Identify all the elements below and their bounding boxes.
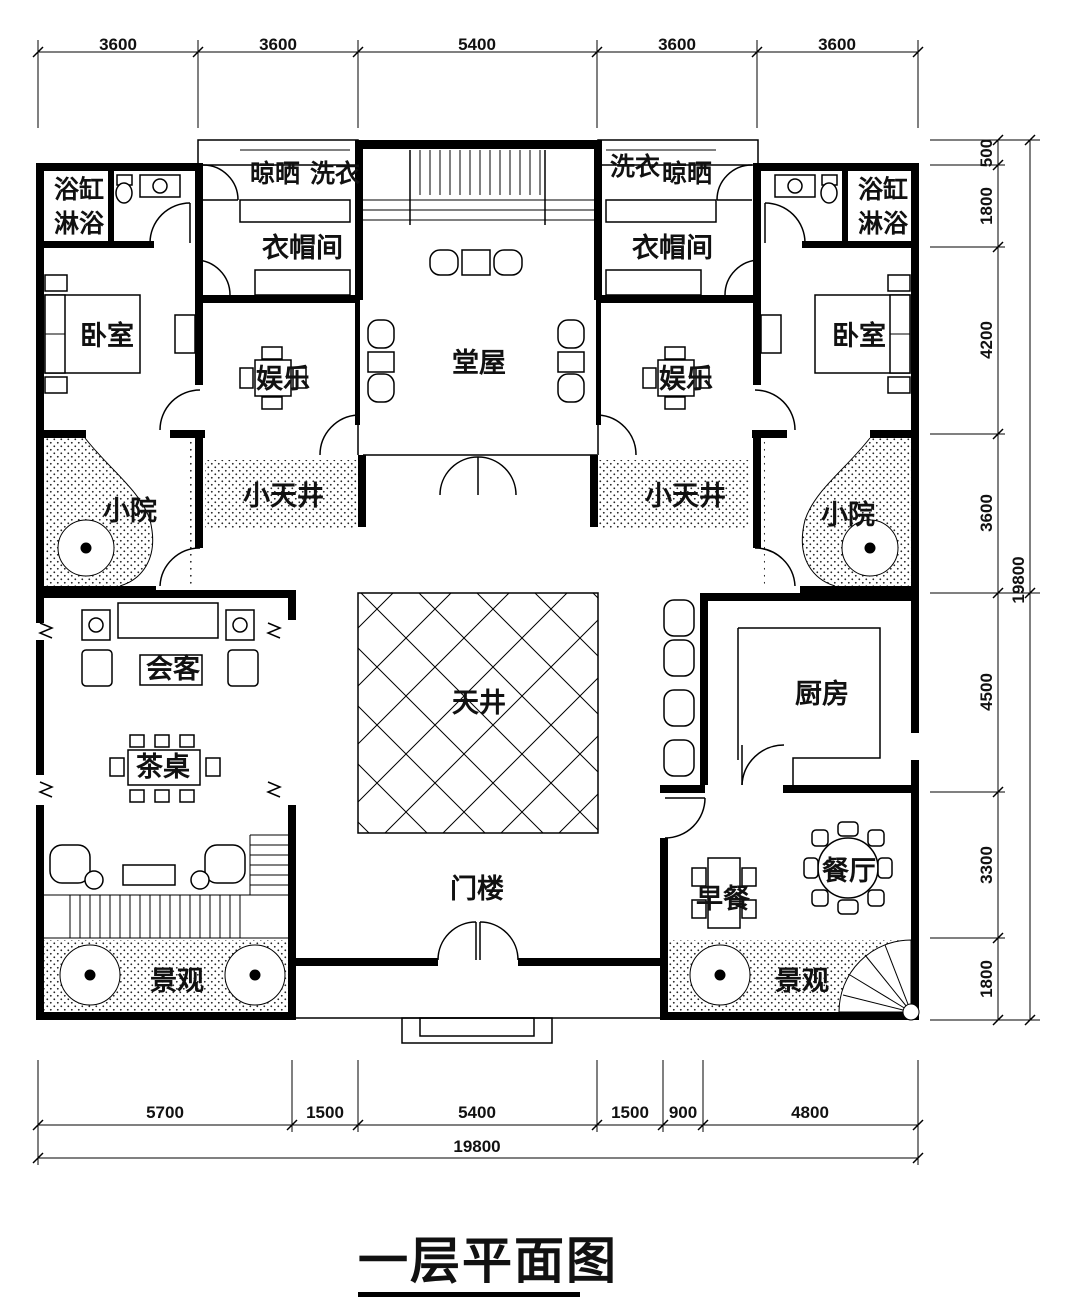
- walls: [36, 140, 919, 1020]
- label-bath-right-2: 淋浴: [858, 209, 909, 238]
- dim-bottom-1: 5700: [146, 1103, 184, 1122]
- dim-bottom-2: 1500: [306, 1103, 344, 1122]
- label-small-well-right: 小天井: [645, 481, 726, 512]
- dim-right-2: 1800: [977, 187, 996, 225]
- courtyard-tiles: [357, 592, 599, 834]
- dim-bottom-6: 4800: [791, 1103, 829, 1122]
- label-ent-left: 娱乐: [256, 364, 310, 395]
- label-landscape-right: 景观: [775, 966, 829, 997]
- dim-bottom-5: 900: [669, 1103, 697, 1122]
- dim-top-2: 3600: [259, 35, 297, 54]
- label-kitchen: 厨房: [795, 679, 849, 710]
- label-laundry-right: 洗衣: [610, 152, 660, 181]
- right-dimension-line: 500 1800 4200 3600 4500 3300 1800 19800: [930, 134, 1040, 1026]
- label-bedroom-left: 卧室: [80, 320, 134, 352]
- dim-top-3: 5400: [458, 35, 496, 54]
- label-small-well-left: 小天井: [243, 481, 324, 512]
- label-bath-left-2: 淋浴: [54, 209, 105, 238]
- dim-right-1: 500: [977, 139, 996, 167]
- label-tea: 茶桌: [136, 752, 190, 783]
- furniture: [44, 174, 920, 1021]
- dim-right-5: 4500: [977, 673, 996, 711]
- label-yard-right: 小院: [821, 499, 875, 531]
- bottom-dimension-line: 5700 1500 5400 1500 900 4800 19800: [32, 1060, 924, 1165]
- doors: [38, 164, 806, 961]
- label-landscape-left: 景观: [150, 966, 204, 997]
- room-labels: 浴缸 淋浴 浴缸 淋浴 晾晒 洗衣 洗衣 晾晒 衣帽间 衣帽间 卧室 卧室 娱乐…: [54, 152, 909, 997]
- label-living: 会客: [146, 653, 201, 685]
- thin-lines: [44, 139, 881, 1044]
- label-yard-left: 小院: [103, 495, 157, 527]
- label-laundry-left: 洗衣: [310, 159, 360, 188]
- label-bedroom-right: 卧室: [832, 320, 886, 352]
- label-main-hall: 堂屋: [452, 348, 506, 379]
- plan-title-group: 一层平面图: [358, 1231, 618, 1297]
- dim-right-6: 3300: [977, 846, 996, 884]
- dim-right-total: 19800: [1009, 556, 1028, 603]
- dim-right-4: 3600: [977, 494, 996, 532]
- label-bath-right-1: 浴缸: [858, 175, 908, 204]
- dim-right-7: 1800: [977, 960, 996, 998]
- label-breakfast: 早餐: [696, 884, 751, 915]
- label-closet-left: 衣帽间: [262, 232, 343, 264]
- label-closet-right: 衣帽间: [632, 232, 713, 264]
- label-dining: 餐厅: [822, 856, 876, 887]
- label-gate: 门楼: [450, 874, 504, 905]
- label-courtyard: 天井: [452, 688, 506, 719]
- top-dimension-line: 3600 3600 5400 3600 3600: [32, 35, 924, 128]
- dim-bottom-3: 5400: [458, 1103, 496, 1122]
- dim-top-5: 3600: [818, 35, 856, 54]
- dim-top-1: 3600: [99, 35, 137, 54]
- label-drying-right: 晾晒: [662, 159, 712, 188]
- dim-right-3: 4200: [977, 321, 996, 359]
- dim-top-4: 3600: [658, 35, 696, 54]
- label-bath-left-1: 浴缸: [54, 175, 104, 204]
- label-drying-left: 晾晒: [250, 159, 300, 188]
- dim-bottom-total: 19800: [453, 1137, 500, 1156]
- plan-title: 一层平面图: [358, 1231, 618, 1290]
- label-ent-right: 娱乐: [659, 364, 713, 395]
- dim-bottom-4: 1500: [611, 1103, 649, 1122]
